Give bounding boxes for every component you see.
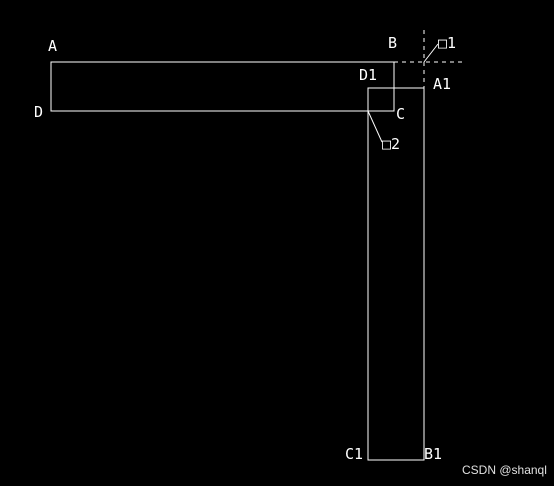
label-vertex-b1: B1 [424,445,442,463]
label-point-2: □2 [382,135,400,153]
leader-line-point-2 [367,110,383,143]
leader-line-point-1 [423,43,439,63]
label-vertex-a: A [48,37,57,55]
label-vertex-b: B [388,34,397,52]
label-vertex-d1: D1 [359,66,377,84]
label-vertex-c1: C1 [345,445,363,463]
rectangle-abcd [50,61,395,112]
label-vertex-c: C [396,105,405,123]
watermark-text: CSDN @shanql [462,463,547,477]
label-vertex-a1: A1 [433,75,451,93]
rectangle-a1b1c1d1 [367,87,425,461]
label-vertex-d: D [34,103,43,121]
label-point-1: □1 [438,34,456,52]
